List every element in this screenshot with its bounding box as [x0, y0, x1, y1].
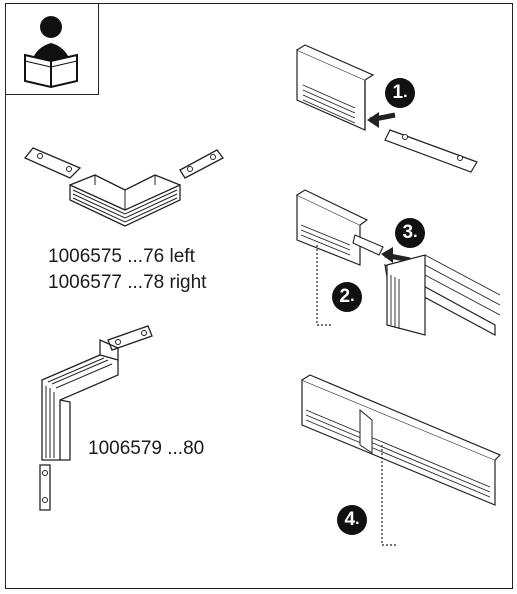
step-2-badge: 2.: [332, 282, 362, 312]
step-3-badge: 3.: [395, 218, 425, 248]
insert-arrow: [367, 112, 396, 128]
corner-connector-illustration: [23, 147, 224, 227]
step-1-illustration: [296, 44, 478, 173]
insert-arrow-2: [381, 247, 411, 263]
corner-connector-body: [69, 174, 181, 227]
connector-plate-bottom: [39, 464, 51, 511]
rail-profile: [296, 44, 375, 131]
connector-plate-right: [179, 149, 224, 179]
connector-plate-step1: [384, 129, 478, 173]
rail-profile-left: [296, 189, 384, 266]
rail-profile-right: [384, 254, 501, 337]
step-2-3-illustration: [296, 189, 501, 337]
joined-rail: [301, 374, 502, 506]
corner-vertical-part-number: 1006579 ...80: [88, 438, 205, 459]
connector-plate-top: [107, 325, 153, 351]
step-1-badge: 1.: [385, 78, 415, 108]
dotted-guide-4: [381, 445, 398, 546]
corner-left-part-number: 1006575 ...76 left: [48, 246, 195, 267]
step-4-illustration: [301, 374, 502, 546]
document-frame: [5, 3, 513, 589]
vertical-corner-body: [41, 338, 119, 461]
connector-plate-left: [23, 147, 82, 179]
read-instructions-icon: [24, 16, 78, 89]
dotted-guide-2: [316, 245, 333, 326]
corner-right-part-number: 1006577 ...78 right: [48, 272, 207, 293]
step-4-badge: 4.: [337, 505, 367, 535]
vertical-corner-illustration: [39, 325, 153, 511]
reader-icon-box: [5, 3, 99, 95]
